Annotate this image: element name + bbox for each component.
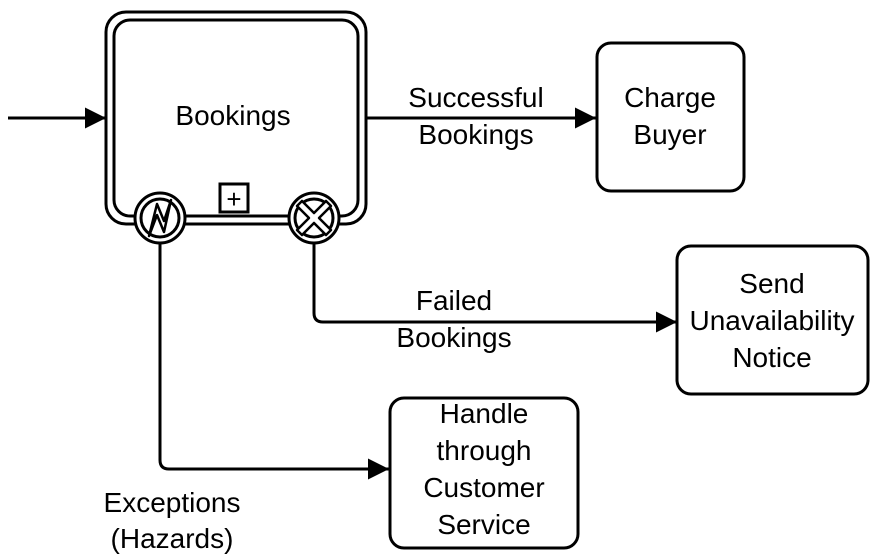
cancel-boundary-event-icon[interactable] [287,191,341,245]
bookings-label: Bookings [175,100,290,131]
successful-flow-label-line2: Bookings [418,119,533,150]
failed-flow-label-line1: Failed [416,285,492,316]
handle-customer-service-task[interactable]: Handle through Customer Service [388,396,580,550]
expand-marker-icon[interactable]: + [218,182,250,214]
failed-flow-label-line2: Bookings [396,322,511,353]
handle-label-line2: through [437,435,532,466]
exceptions-flow [158,243,389,480]
handle-label-line3: Customer [423,472,544,503]
successful-flow-label-line1: Successful [408,82,543,113]
send-unavailability-notice-task[interactable]: Send Unavailability Notice [675,244,870,396]
expand-marker-symbol: + [226,184,241,214]
charge-buyer-task[interactable]: Charge Buyer [595,41,746,193]
error-boundary-event-icon[interactable] [133,191,187,245]
failed-bookings-flow [312,243,677,333]
handle-label-line1: Handle [440,398,529,429]
send-notice-label-line2: Unavailability [690,305,855,336]
exceptions-flow-label-line1: Exceptions [104,487,241,518]
charge-buyer-label-line1: Charge [624,82,716,113]
handle-label-line4: Service [437,509,530,540]
send-notice-label-line3: Notice [732,342,811,373]
send-notice-label-line1: Send [739,268,804,299]
charge-buyer-label-line2: Buyer [633,119,706,150]
exceptions-flow-label-line2: (Hazards) [111,523,234,554]
bookings-subprocess[interactable]: Bookings [104,10,368,226]
